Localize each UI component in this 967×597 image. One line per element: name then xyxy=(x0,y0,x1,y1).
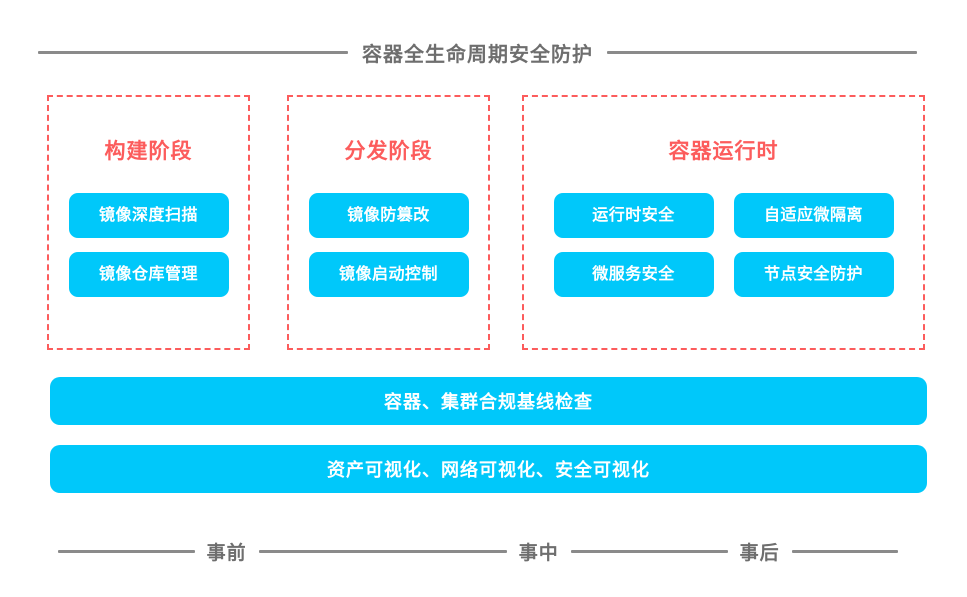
capability-chip[interactable]: 运行时安全 xyxy=(553,193,714,238)
capability-list-distribution: 镜像防篡改 镜像启动控制 xyxy=(289,193,488,297)
capability-list-build: 镜像深度扫描 镜像仓库管理 xyxy=(49,193,248,297)
timeline-rule xyxy=(258,549,507,553)
timeline: 事前 事中 事后 xyxy=(58,538,898,564)
timeline-rule xyxy=(570,549,728,553)
timeline-label-during: 事中 xyxy=(518,542,559,564)
timeline-rule xyxy=(791,549,898,553)
capability-chip[interactable]: 微服务安全 xyxy=(553,252,714,297)
phase-title-runtime: 容器运行时 xyxy=(668,140,779,163)
capability-chip[interactable]: 节点安全防护 xyxy=(733,252,894,297)
header-rule-right xyxy=(607,50,917,54)
header-rule-left xyxy=(38,50,348,54)
phase-title-build: 构建阶段 xyxy=(104,140,193,163)
page-title: 容器全生命周期安全防护 xyxy=(362,43,593,66)
phase-panel-runtime: 容器运行时 运行时安全 自适应微隔离 微服务安全 节点安全防护 xyxy=(522,95,925,350)
diagram-header: 容器全生命周期安全防护 xyxy=(38,38,917,66)
capability-chip[interactable]: 自适应微隔离 xyxy=(733,193,894,238)
phase-panel-group: 构建阶段 镜像深度扫描 镜像仓库管理 分发阶段 镜像防篡改 镜像启动控制 容器运… xyxy=(47,95,925,350)
capability-bar-visualization[interactable]: 资产可视化、网络可视化、安全可视化 xyxy=(50,445,927,493)
capability-chip[interactable]: 镜像仓库管理 xyxy=(68,252,229,297)
capability-list-runtime: 运行时安全 自适应微隔离 微服务安全 节点安全防护 xyxy=(524,193,923,297)
phase-title-distribution: 分发阶段 xyxy=(344,140,433,163)
phase-panel-build: 构建阶段 镜像深度扫描 镜像仓库管理 xyxy=(47,95,250,350)
capability-chip[interactable]: 镜像启动控制 xyxy=(308,252,469,297)
timeline-rule xyxy=(58,549,195,553)
timeline-label-after: 事后 xyxy=(739,542,780,564)
phase-panel-distribution: 分发阶段 镜像防篡改 镜像启动控制 xyxy=(287,95,490,350)
capability-bar-compliance-baseline[interactable]: 容器、集群合规基线检查 xyxy=(50,377,927,425)
capability-chip[interactable]: 镜像防篡改 xyxy=(308,193,469,238)
capability-chip[interactable]: 镜像深度扫描 xyxy=(68,193,229,238)
timeline-label-before: 事前 xyxy=(206,542,247,564)
